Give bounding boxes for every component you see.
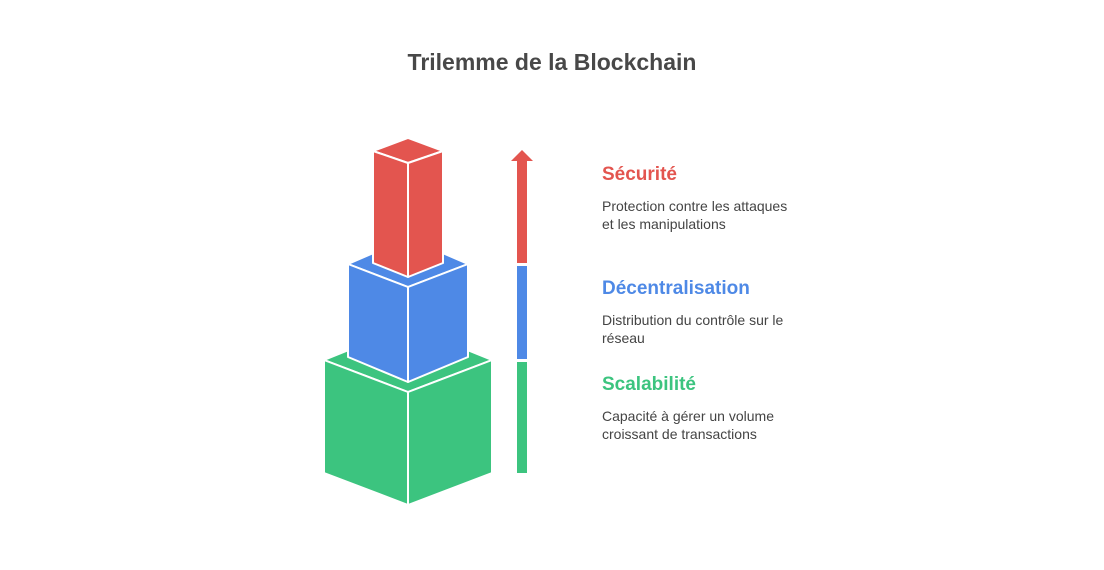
level-decentralization: Décentralisation Distribution du contrôl… bbox=[602, 278, 802, 346]
arrow-head-icon bbox=[511, 150, 533, 161]
level-security-description: Protection contre les attaques et les ma… bbox=[602, 198, 788, 232]
block-security bbox=[372, 137, 444, 278]
upward-arrow bbox=[511, 150, 533, 473]
level-scalability-heading: Scalabilité bbox=[602, 374, 696, 395]
arrow-segment-scalability bbox=[517, 362, 527, 473]
block-scalability-right bbox=[407, 359, 493, 506]
level-scalability: Scalabilité Capacité à gérer un volume c… bbox=[602, 374, 802, 442]
level-scalability-description: Capacité à gérer un volume croissant de … bbox=[602, 408, 774, 442]
level-decentralization-heading: Décentralisation bbox=[602, 278, 750, 299]
level-security-heading: Sécurité bbox=[602, 164, 677, 185]
block-decentralization bbox=[347, 237, 469, 383]
block-decentralization-right bbox=[407, 263, 469, 383]
level-security: Sécurité Protection contre les attaques … bbox=[602, 164, 802, 232]
block-security-right bbox=[407, 150, 444, 278]
arrow-segment-decentralization bbox=[517, 266, 527, 359]
level-decentralization-description: Distribution du contrôle sur le réseau bbox=[602, 312, 784, 346]
block-security-left bbox=[372, 150, 409, 278]
arrow-segment-security bbox=[517, 161, 527, 263]
diagram-title: Trilemme de la Blockchain bbox=[407, 49, 697, 75]
